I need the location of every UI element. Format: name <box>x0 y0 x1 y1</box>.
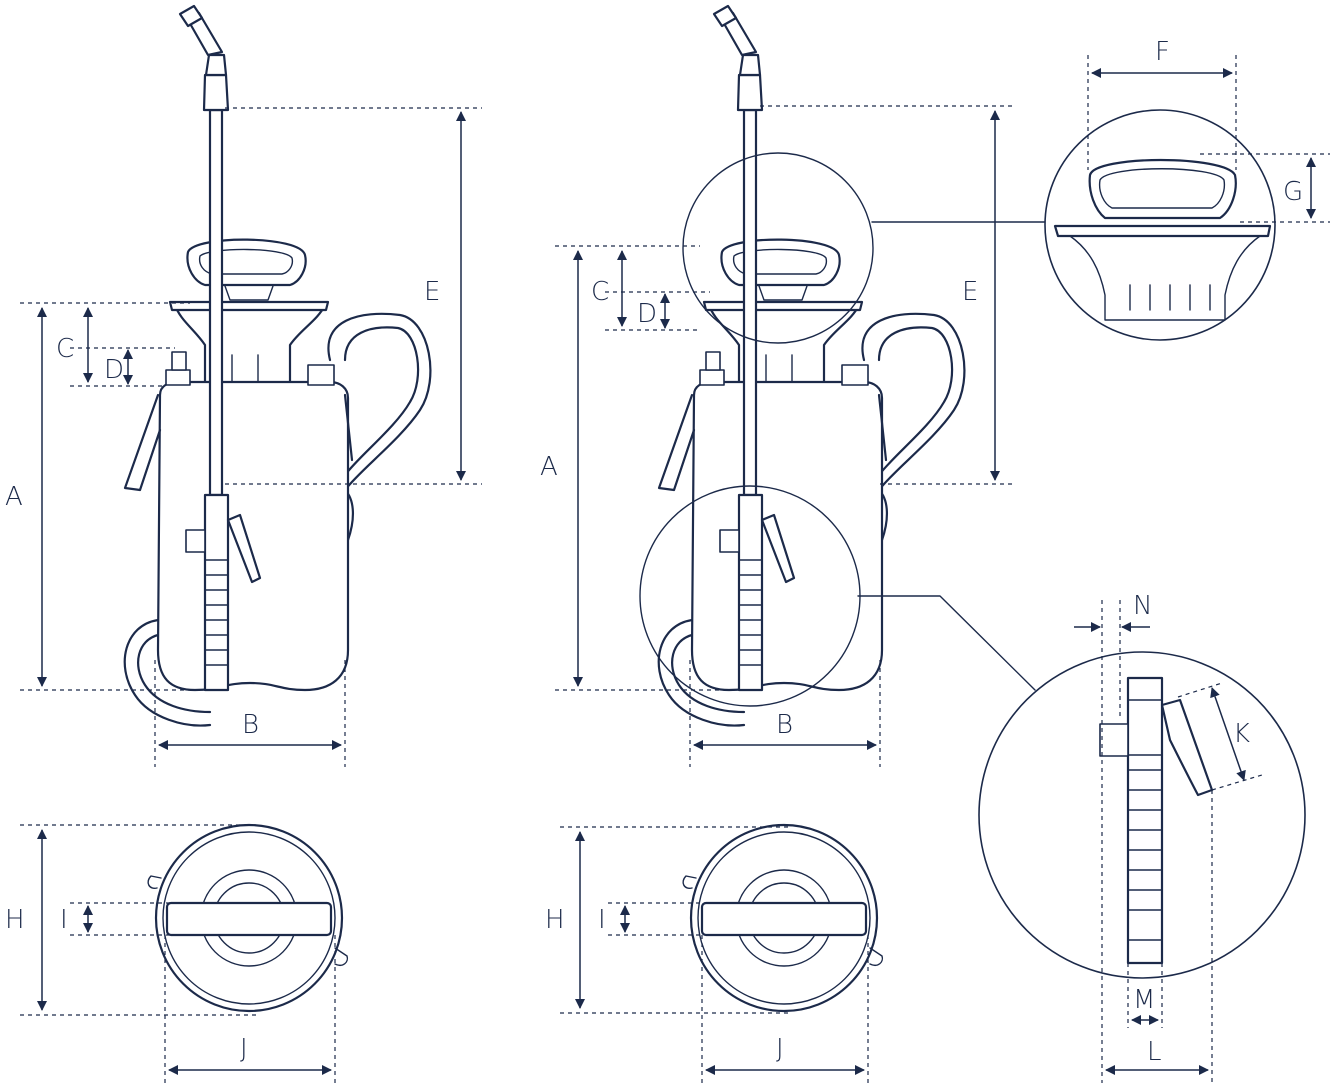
top-view-left: H I J <box>5 823 349 1083</box>
label-J-middle: J <box>776 1034 784 1064</box>
label-H-middle: H <box>545 905 565 935</box>
label-J-left: J <box>240 1034 248 1064</box>
label-M: M <box>1133 985 1155 1015</box>
label-I-middle: I <box>598 905 606 935</box>
labels-left: A C D E B <box>5 277 440 740</box>
label-G: G <box>1283 177 1303 207</box>
label-F: F <box>1155 37 1170 67</box>
label-L: L <box>1147 1037 1162 1067</box>
label-K: K <box>1233 719 1250 749</box>
detail-trigger-handle: N M L K <box>978 591 1306 1083</box>
label-D-middle: D <box>637 299 657 329</box>
label-I-left: I <box>60 905 68 935</box>
label-A-left: A <box>5 482 23 512</box>
dimensions-left <box>20 107 482 767</box>
label-B-middle: B <box>776 710 793 740</box>
label-C-left: C <box>56 334 74 364</box>
top-view-middle: H I J <box>545 823 884 1083</box>
labels-middle: A C D E B <box>540 277 978 740</box>
label-A-middle: A <box>540 452 558 482</box>
side-view-left <box>123 4 432 727</box>
detail-pump-handle: F G <box>1044 37 1330 341</box>
dimensions-middle <box>555 105 1056 767</box>
label-E-middle: E <box>962 277 978 307</box>
label-B-left: B <box>242 710 259 740</box>
label-N: N <box>1133 591 1152 621</box>
label-C-middle: C <box>591 277 609 307</box>
label-H-left: H <box>5 905 25 935</box>
side-view-middle <box>657 4 966 727</box>
label-D-left: D <box>104 355 124 385</box>
label-E-left: E <box>424 277 440 307</box>
